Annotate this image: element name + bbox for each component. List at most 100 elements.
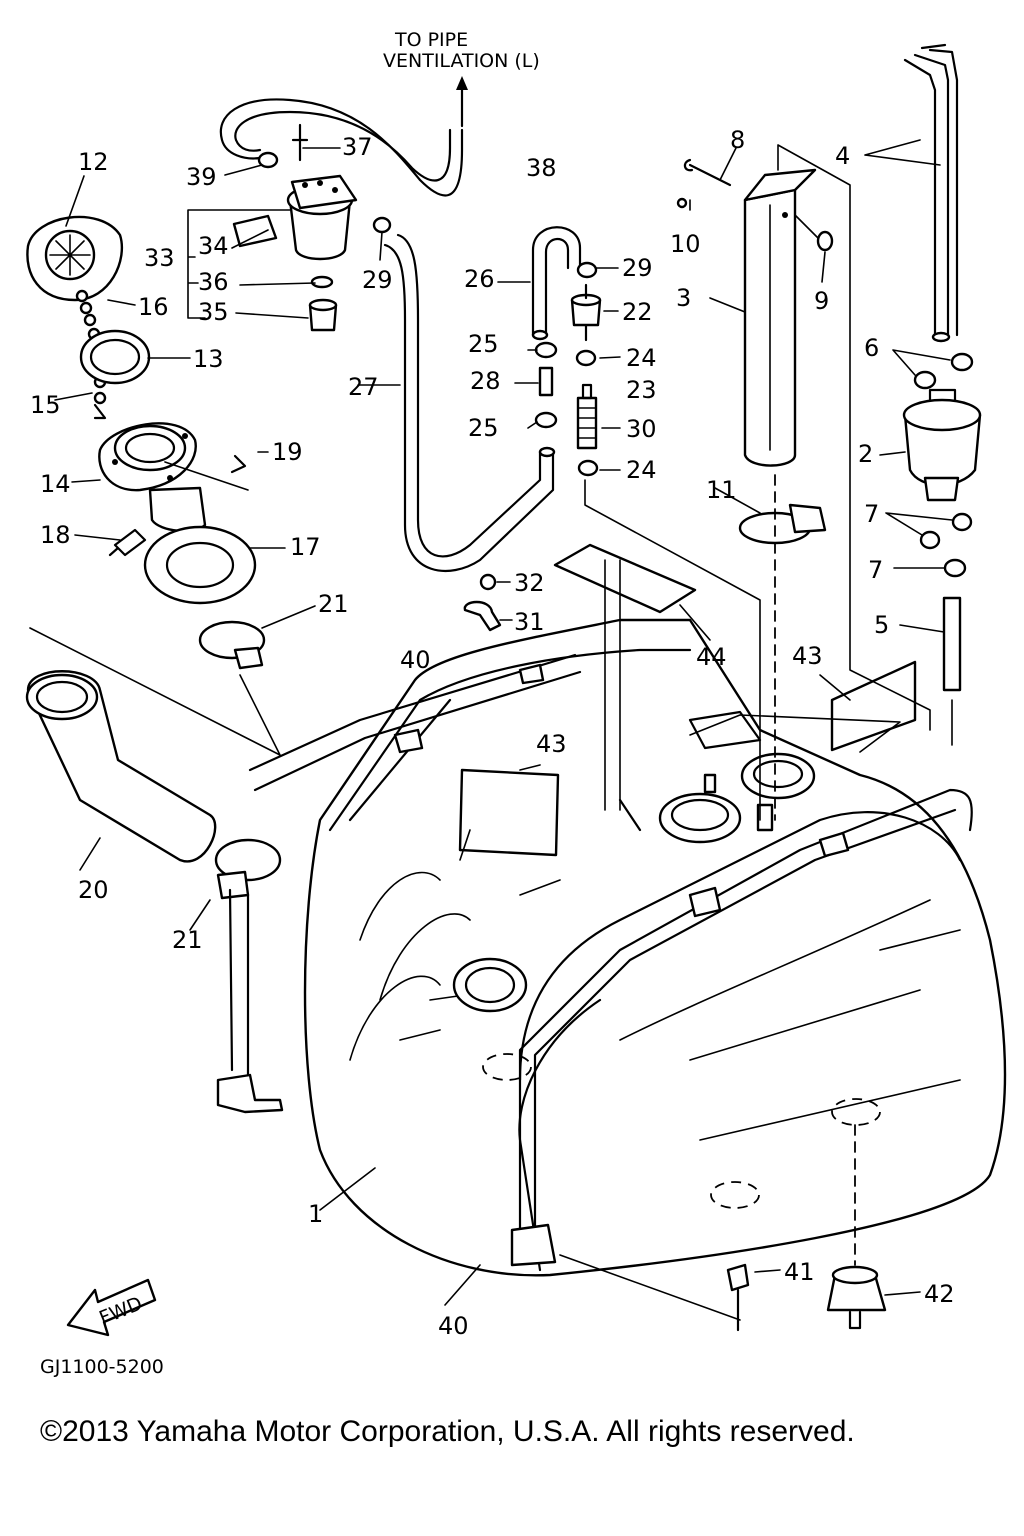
callout-16: 16 <box>138 293 169 321</box>
callout-26: 26 <box>464 265 495 293</box>
callout-8: 8 <box>730 126 745 154</box>
clip-39 <box>257 151 279 169</box>
clip-25-lower <box>534 411 558 429</box>
callout-3: 3 <box>676 284 691 312</box>
callout-7-upper: 7 <box>864 500 879 528</box>
callout-43-center: 43 <box>536 730 567 758</box>
clip-25-upper <box>534 341 558 359</box>
filler-hose-20 <box>25 670 217 863</box>
filler-neck-14 <box>98 422 207 533</box>
callout-21-upper: 21 <box>318 590 349 618</box>
callout-30: 30 <box>626 415 657 443</box>
hose-clamp-21-upper <box>198 620 266 670</box>
band-11 <box>738 503 827 545</box>
clip-7a <box>919 530 941 550</box>
ventilation-label-line2: VENTILATION (L) <box>383 50 540 72</box>
fwd-arrow-icon: FWD <box>66 1278 157 1337</box>
clip-7c <box>943 558 967 578</box>
clip-6b <box>950 352 974 372</box>
hose-26 <box>531 226 582 337</box>
breather-pipes-4 <box>903 43 959 343</box>
callout-12: 12 <box>78 148 109 176</box>
callout-34: 34 <box>198 232 229 260</box>
hose-clamp-21-lower <box>214 838 282 900</box>
callout-22: 22 <box>622 298 653 326</box>
pipe-5 <box>942 596 962 692</box>
bolt-8 <box>683 158 732 187</box>
callout-36: 36 <box>198 268 229 296</box>
pin-37 <box>291 123 309 162</box>
gasket-17 <box>143 525 257 605</box>
callout-19: 19 <box>272 438 303 466</box>
screw-32 <box>479 573 497 591</box>
valve-plate-34 <box>232 214 278 248</box>
tank-filler-inlet <box>452 957 528 1013</box>
callout-10: 10 <box>670 230 701 258</box>
callout-11: 11 <box>706 476 737 504</box>
fuel-pickup-pipe-3 <box>743 168 817 467</box>
screw-19 <box>230 454 247 474</box>
bolt-41 <box>726 1263 750 1292</box>
joint-28 <box>538 366 554 397</box>
callout-40-lower: 40 <box>438 1312 469 1340</box>
callout-28: 28 <box>470 367 501 395</box>
copyright-text: ©2013 Yamaha Motor Corporation, U.S.A. A… <box>40 1415 855 1448</box>
washer-36 <box>310 275 334 289</box>
fuel-cap-12 <box>26 215 124 302</box>
hose-27 <box>396 233 542 558</box>
callout-25-lower: 25 <box>468 414 499 442</box>
callout-44: 44 <box>696 643 727 671</box>
tank-fill-port <box>658 792 742 844</box>
callout-32: 32 <box>514 569 545 597</box>
callout-20: 20 <box>78 876 109 904</box>
callout-35: 35 <box>198 298 229 326</box>
ventilation-label-line1: TO PIPE <box>394 29 468 51</box>
clip-24-upper <box>575 349 597 367</box>
clip-6a <box>913 370 937 390</box>
washer-10 <box>676 197 688 209</box>
callout-41: 41 <box>784 1258 815 1286</box>
callout-43-right: 43 <box>792 642 823 670</box>
callout-40-upper: 40 <box>400 646 431 674</box>
clamp-31 <box>463 600 502 632</box>
vent-hose-38 <box>219 98 464 197</box>
callout-29-right: 29 <box>622 254 653 282</box>
callout-38: 38 <box>526 154 557 182</box>
callout-1: 1 <box>308 1200 323 1228</box>
callout-17: 17 <box>290 533 321 561</box>
callout-4: 4 <box>835 142 850 170</box>
callout-6: 6 <box>864 334 879 362</box>
pad-43-center <box>458 768 560 857</box>
tank-strap-40 <box>216 653 973 1267</box>
callout-2: 2 <box>858 440 873 468</box>
callout-27: 27 <box>348 373 379 401</box>
callout-37: 37 <box>342 133 373 161</box>
clip-29-right <box>576 261 598 279</box>
pad-43-right <box>830 660 917 752</box>
vent-hose-38-inner <box>234 110 452 182</box>
callout-9: 9 <box>814 287 829 315</box>
ventilation-arrow-head <box>456 76 468 90</box>
callout-33: 33 <box>144 244 175 272</box>
callout-25-upper: 25 <box>468 330 499 358</box>
callout-42: 42 <box>924 1280 955 1308</box>
washer-9 <box>816 230 834 252</box>
fuel-line-fittings <box>534 261 602 477</box>
clip-24-lower <box>577 459 599 477</box>
callout-14: 14 <box>40 470 71 498</box>
bellows-30 <box>576 396 598 450</box>
callout-7-lower: 7 <box>868 556 883 584</box>
rivet-18 <box>108 528 147 557</box>
callout-39: 39 <box>186 163 217 191</box>
fuel-sender-2 <box>902 388 982 502</box>
callout-13: 13 <box>193 345 224 373</box>
callout-24-upper: 24 <box>626 344 657 372</box>
callout-21-lower: 21 <box>172 926 203 954</box>
check-valve-assembly <box>232 174 358 332</box>
callout-24-lower: 24 <box>626 456 657 484</box>
pad-44 <box>553 543 697 614</box>
bracket-33 <box>187 209 291 319</box>
rubber-damper-42 <box>826 1265 887 1330</box>
diagram-code: GJ1100-5200 <box>40 1356 164 1378</box>
